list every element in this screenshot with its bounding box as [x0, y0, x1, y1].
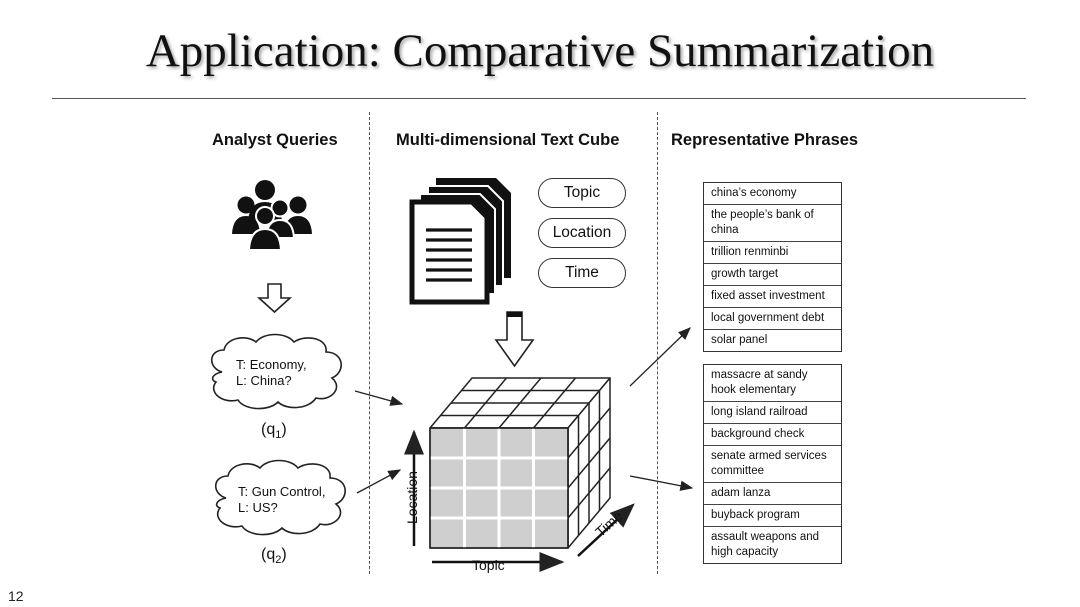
phrase-item: china’s economy [704, 183, 841, 205]
query-1-location: L: China? [236, 373, 292, 388]
column-heading-queries: Analyst Queries [212, 131, 338, 149]
query-2-to-cube-arrow [356, 469, 402, 494]
phrase-item: assault weapons and high capacity [711, 531, 820, 558]
query-cloud-1 [210, 333, 342, 410]
query-cloud-2 [214, 459, 346, 536]
phrase-item: adam lanza [704, 483, 841, 505]
column-divider-left [369, 112, 370, 574]
topic-axis-label: Topic [472, 557, 505, 573]
query-1-label: (q1) [261, 421, 287, 442]
phrase-item: trillion renminbi [704, 242, 841, 264]
query-flow-down-arrow [256, 283, 293, 314]
phrase-item: solar panel [711, 334, 768, 346]
phrase-item: growth target [704, 264, 841, 286]
cube-to-phrases-2-arrow [629, 475, 694, 491]
slide-number: 12 [8, 588, 24, 604]
text-cube [429, 377, 611, 549]
phrase-item: buyback program [704, 505, 841, 527]
phrase-item: the people’s bank of china [704, 205, 841, 242]
query-2-text: T: Gun Control, L: US? [238, 484, 325, 516]
phrase-item: long island railroad [704, 402, 841, 424]
column-divider-right [657, 112, 658, 574]
phrase-item: background check [704, 424, 841, 446]
dimension-location-pill: Location [538, 218, 626, 248]
dimension-topic-pill: Topic [538, 178, 626, 208]
time-axis-arrow [577, 503, 635, 557]
column-heading-phrases: Representative Phrases [671, 131, 859, 149]
query-2-location: L: US? [238, 500, 278, 515]
column-heading-cube: Multi-dimensional Text Cube [396, 131, 620, 149]
analyst-group-icon [232, 180, 312, 251]
phrase-item: senate armed services committee [704, 446, 841, 483]
slide-title: Application: Comparative Summarization [145, 25, 935, 77]
cube-flow-down-arrow [494, 311, 535, 368]
query-1-to-cube-arrow [354, 390, 404, 406]
location-axis-label: Location [404, 471, 420, 524]
cube-to-phrases-1-arrow [629, 327, 691, 387]
query-1-topic: T: Economy, [236, 357, 307, 372]
dimension-time-pill: Time [538, 258, 626, 288]
query-2-label: (q2) [261, 546, 287, 567]
phrase-item: local government debt [704, 308, 841, 330]
phrase-item: massacre at sandy hook elementary [704, 365, 841, 402]
phrase-list-2: massacre at sandy hook elementary long i… [703, 364, 842, 564]
document-stack-icon [409, 178, 511, 305]
phrase-item: fixed asset investment [704, 286, 841, 308]
phrase-list-1: china’s economy the people’s bank of chi… [703, 182, 842, 352]
query-2-topic: T: Gun Control, [238, 484, 326, 499]
title-divider [52, 98, 1026, 99]
query-1-text: T: Economy, L: China? [236, 357, 307, 389]
